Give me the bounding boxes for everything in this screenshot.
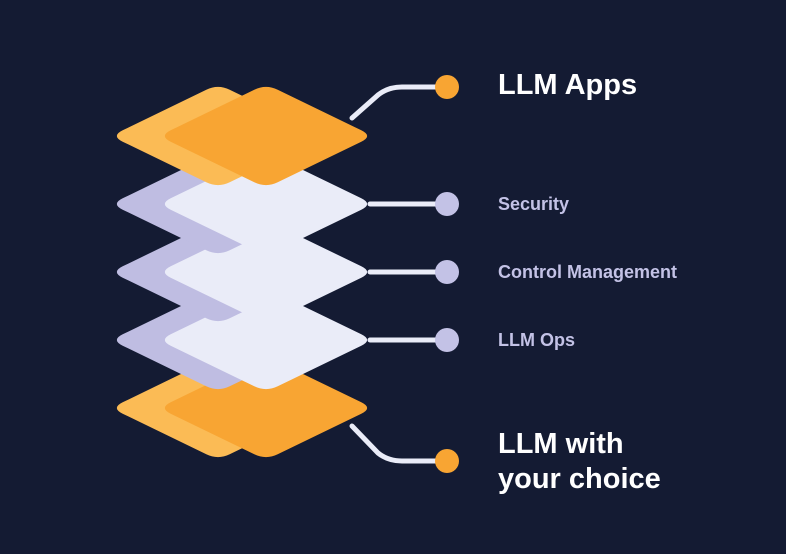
layer-plates xyxy=(116,86,368,458)
layer-label-llm-with-your-choice: LLM with your choice xyxy=(498,427,661,497)
connector-line-llm xyxy=(349,423,439,464)
layer-plate-front-apps xyxy=(164,86,368,186)
layer-label-llm-apps: LLM Apps xyxy=(498,69,638,101)
layer-label-line-2: your choice xyxy=(498,463,661,495)
layer-label-security: Security xyxy=(498,194,570,214)
layer-label-llm-ops: LLM Ops xyxy=(498,330,575,350)
connector-dots xyxy=(435,75,459,473)
connector-dot-apps xyxy=(435,75,459,99)
layer-label-control-management: Control Management xyxy=(498,262,678,282)
connector-dot-control xyxy=(435,260,459,284)
connector-dot-security xyxy=(435,192,459,216)
layer-plate-apps xyxy=(116,86,368,186)
layer-label-line-1: LLM with xyxy=(498,428,624,460)
connector-dot-ops xyxy=(435,328,459,352)
connector-lines xyxy=(349,84,439,464)
connector-dot-llm xyxy=(435,449,459,473)
connector-line-apps xyxy=(349,84,439,121)
